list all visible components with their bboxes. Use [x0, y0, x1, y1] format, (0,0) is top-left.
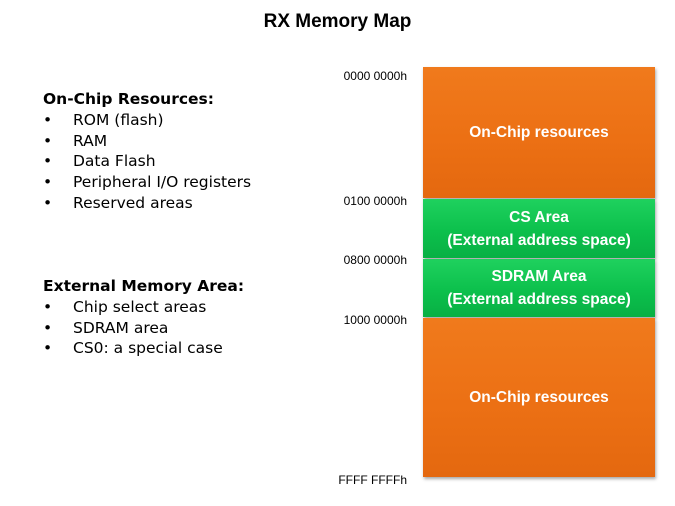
bullet-icon: • — [43, 131, 53, 150]
address-label: 1000 0000h — [343, 313, 407, 327]
bullet-icon: • — [43, 193, 53, 212]
list-item-label: ROM (flash) — [73, 111, 164, 129]
memory-block-on-chip-bottom: On-Chip resources — [423, 318, 655, 477]
list-item: • Reserved areas — [43, 193, 251, 214]
list-item: • Data Flash — [43, 151, 251, 172]
on-chip-resources-list: • ROM (flash) • RAM • Data Flash • Periphera… — [43, 110, 251, 214]
memory-block-sublabel: (External address space) — [447, 231, 631, 249]
list-item-label: Reserved areas — [73, 193, 193, 212]
address-label: 0100 0000h — [343, 194, 407, 208]
list-item-label: SDRAM area — [73, 318, 169, 337]
bullet-icon: • — [43, 298, 53, 316]
list-item: • RAM — [43, 131, 251, 152]
memory-block-label: CS Area — [509, 208, 569, 226]
memory-block-label: On-Chip resources — [469, 389, 609, 406]
address-label: 0000 0000h — [343, 69, 407, 83]
bullet-icon: • — [43, 339, 53, 358]
external-memory-list: • Chip select areas • SDRAM area • CS0: a s… — [43, 297, 244, 359]
bullet-icon: • — [43, 173, 53, 192]
external-memory-heading: External Memory Area: — [43, 277, 245, 295]
list-item-label: RAM — [73, 131, 108, 150]
external-memory-section: External Memory Area: • Chip select areas… — [43, 276, 244, 359]
on-chip-resources-section: On-Chip Resources: • ROM (flash) • RAM • Da… — [43, 89, 251, 214]
list-item: • CS0: a special case — [43, 338, 244, 359]
bullet-icon: • — [43, 111, 53, 129]
bullet-icon: • — [43, 152, 53, 171]
memory-block-sublabel: (External address space) — [447, 291, 631, 308]
list-item: • ROM (flash) — [43, 110, 251, 131]
list-item-label: Chip select areas — [73, 298, 207, 316]
memory-block-label: On-Chip resources — [469, 124, 609, 141]
memory-block-on-chip-top: On-Chip resources — [423, 67, 655, 198]
memory-block-label: SDRAM Area — [491, 268, 587, 285]
list-item-label: Data Flash — [73, 152, 156, 171]
address-label: FFFF FFFFh — [338, 473, 407, 487]
bullet-icon: • — [43, 318, 53, 337]
on-chip-resources-heading: On-Chip Resources: — [43, 90, 214, 108]
list-item: • Peripheral I/O registers — [43, 172, 251, 193]
slide-title: RX Memory Map — [263, 11, 412, 32]
list-item-label: Peripheral I/O registers — [73, 173, 252, 192]
list-item: • Chip select areas — [43, 297, 244, 318]
address-label: 0800 0000h — [343, 253, 407, 267]
memory-block-sdram-area: SDRAM Area (External address space) — [423, 259, 655, 317]
list-item: • SDRAM area — [43, 318, 244, 339]
list-item-label: CS0: a special case — [73, 339, 223, 358]
memory-block-cs-area: CS Area (External address space) — [423, 199, 655, 258]
